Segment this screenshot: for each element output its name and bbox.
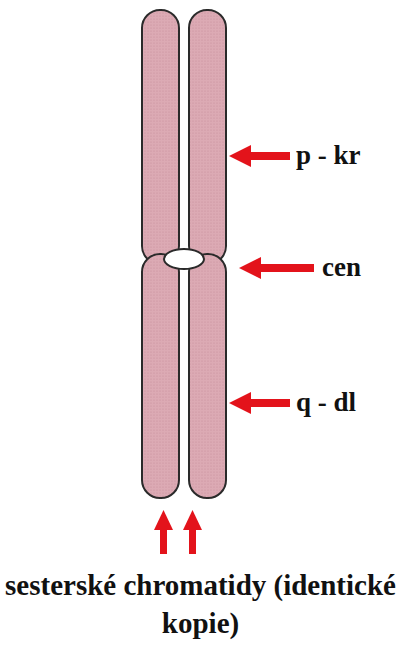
arrow-head bbox=[183, 510, 202, 530]
arrow-shaft bbox=[258, 264, 314, 272]
centromere-label: cen bbox=[322, 253, 361, 283]
right-p-arm bbox=[189, 10, 226, 264]
chromatid-arms bbox=[142, 10, 226, 498]
arrow-head bbox=[229, 392, 251, 414]
arm-label: q - dl bbox=[296, 388, 356, 418]
arrow-shaft bbox=[248, 399, 290, 407]
arrow-head bbox=[154, 510, 173, 530]
left-q-arm bbox=[142, 254, 179, 498]
arm-label: p - kr bbox=[296, 141, 361, 171]
centromere bbox=[164, 249, 204, 269]
arrow-shaft bbox=[160, 528, 167, 554]
red-arrows bbox=[154, 145, 314, 554]
right-q-arm bbox=[189, 254, 226, 498]
caption-note: sesterské chromatidy (identické kopie) bbox=[4, 566, 397, 642]
arrow-shaft bbox=[189, 528, 196, 554]
arrow-head bbox=[239, 257, 261, 279]
arrow-head bbox=[229, 145, 251, 167]
left-p-arm bbox=[142, 10, 179, 264]
arrow-shaft bbox=[248, 152, 290, 160]
